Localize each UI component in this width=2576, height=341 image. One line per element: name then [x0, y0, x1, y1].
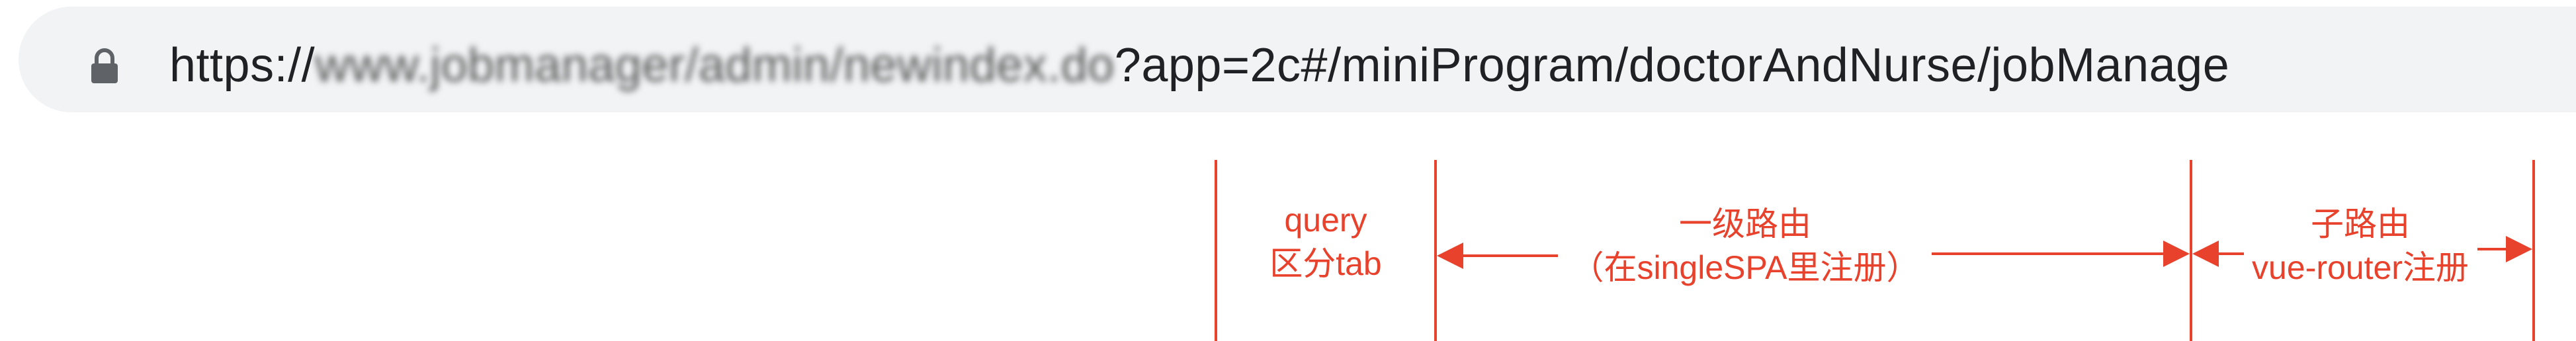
address-bar[interactable]: https://www.jobmanager/admin/newindex.do… [19, 7, 2576, 112]
lock-icon [91, 48, 118, 83]
query-label-line2: 区分tab [1269, 245, 1382, 282]
level1-route-label-line2: （在singleSPA里注册） [1570, 249, 1920, 286]
query-annotation: query 区分tab [1249, 198, 1402, 285]
level1-route-label-line1: 一级路由 [1679, 206, 1811, 243]
child-route-label-line2: vue-router注册 [2252, 249, 2469, 286]
query-label-line1: query [1284, 202, 1367, 239]
url-suffix: ?app=2c#/miniProgram/doctorAndNurse/jobM… [1114, 39, 2230, 92]
child-route-annotation: 子路由 vue-router注册 [2248, 202, 2473, 289]
url-text: https://www.jobmanager/admin/newindex.do… [169, 36, 2229, 95]
url-obscured-segment: www.jobmanager/admin/newindex.do [315, 39, 1115, 92]
level1-route-annotation: 一级路由 （在singleSPA里注册） [1561, 202, 1929, 289]
child-route-label-line1: 子路由 [2311, 206, 2410, 243]
url-prefix: https:// [169, 39, 316, 92]
